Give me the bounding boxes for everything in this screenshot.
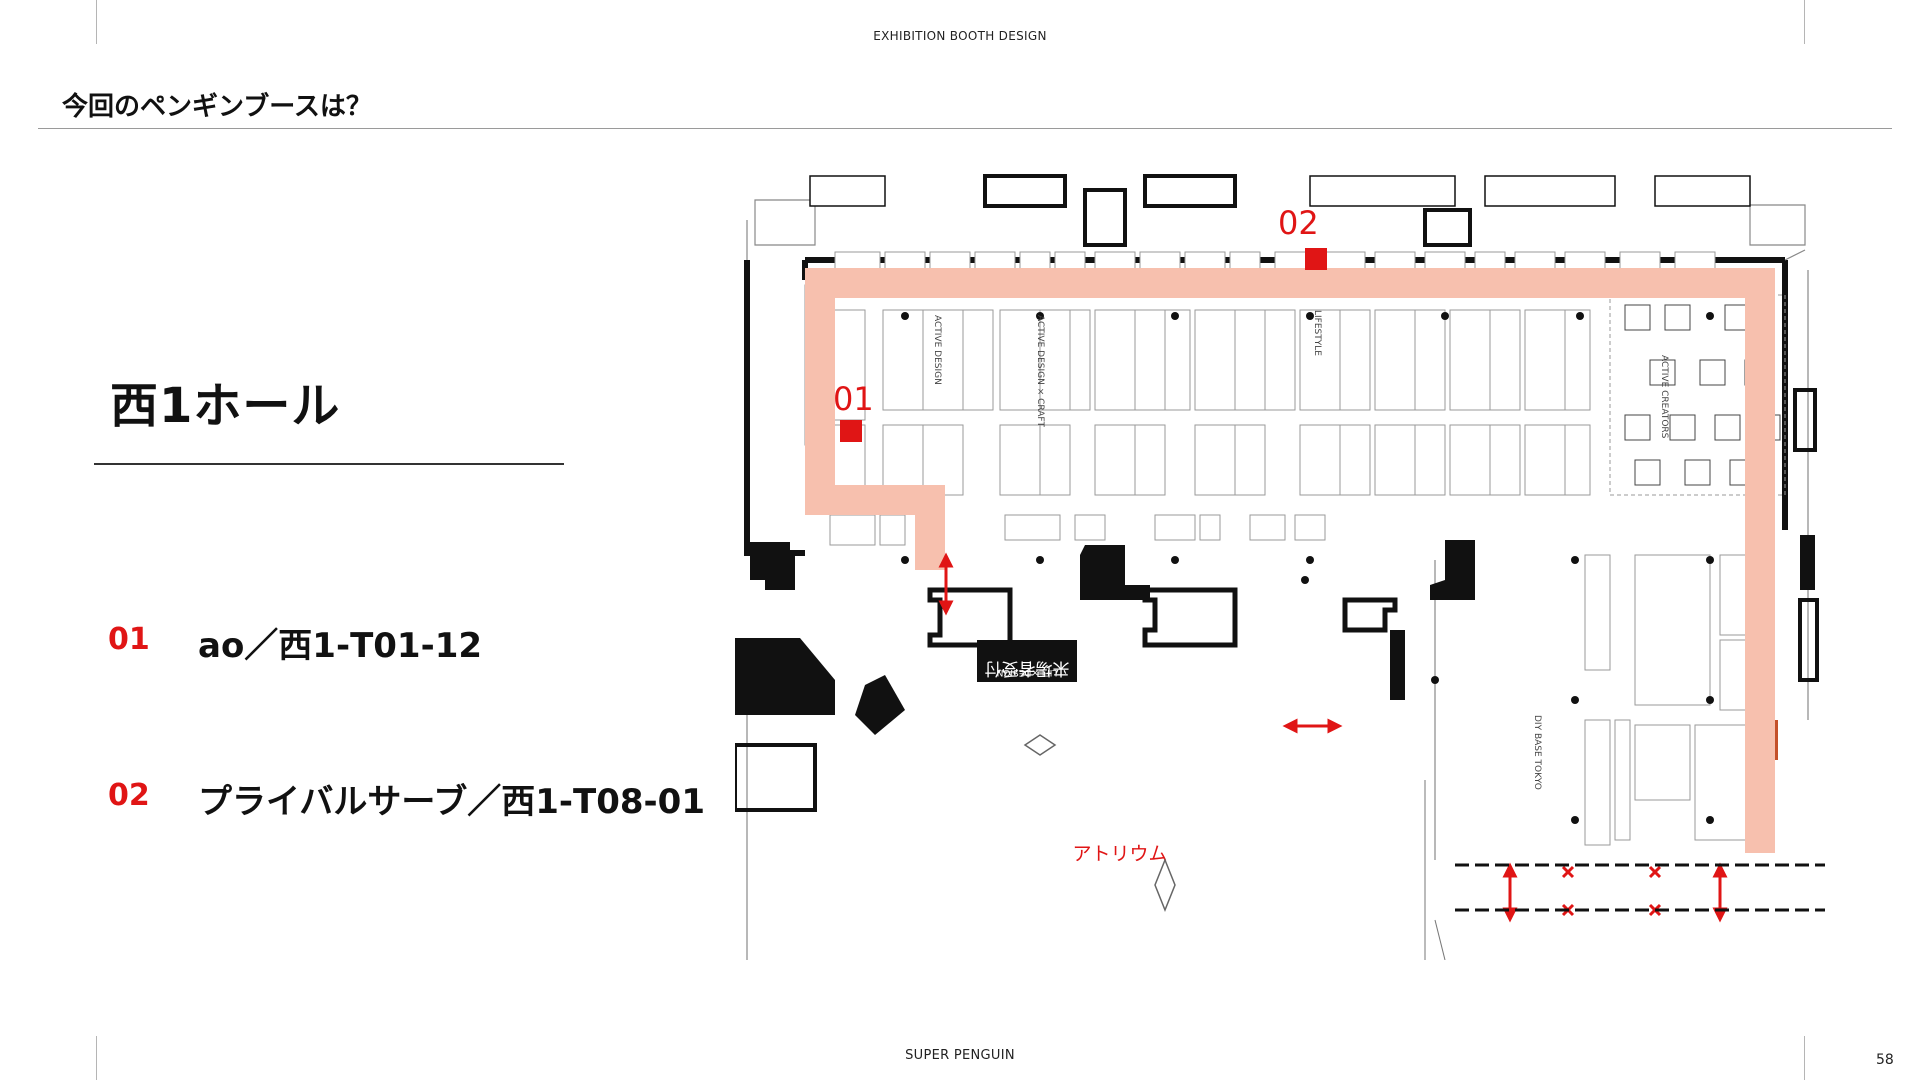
zone-label-active-design: ACTIVE DESIGN <box>932 315 942 385</box>
booth-marker-01 <box>840 420 862 442</box>
top-booth-row <box>834 251 1716 273</box>
blocked-marks <box>1561 865 1662 917</box>
reception-label: 来場者受付 <box>985 658 1070 678</box>
stair-marks <box>1424 780 1446 960</box>
zone-label-creators: ACTIVE CREATORS <box>1659 355 1669 439</box>
hall-name: 西1ホール <box>110 378 341 434</box>
page-title: 今回のペンギンブースは？ <box>62 92 372 122</box>
exit-lines <box>1455 863 1825 912</box>
footer-label: SUPER PENGUIN <box>905 1048 1015 1063</box>
booth-label-02: プライバルサーブ／西1-T08-01 <box>198 782 705 822</box>
corner-line-top-left <box>96 0 97 44</box>
atrium-label: アトリウム <box>1072 843 1167 865</box>
booth-grid <box>804 284 1591 546</box>
creators-booths <box>1624 304 1781 486</box>
zone-label-lifestyle: LIFESTYLE <box>1312 310 1322 356</box>
corner-line-top-right <box>1804 0 1805 44</box>
booth-number-01: 01 <box>108 622 150 657</box>
atrium-fixtures <box>1023 734 1176 913</box>
page-number: 58 <box>1876 1052 1894 1068</box>
floor-map: 01 02 ACTIVE DESIGN ACTIVE DESIGN × CRAF… <box>735 174 1825 960</box>
marker-label-02: 02 <box>1278 204 1319 242</box>
reception-sign <box>977 640 1077 682</box>
route-right <box>1745 268 1775 853</box>
route-spur <box>915 485 945 570</box>
zone-label-active-craft: ACTIVE DESIGN × CRAFT <box>1035 315 1045 427</box>
header-label: EXHIBITION BOOTH DESIGN <box>873 29 1047 43</box>
entry-arrows <box>938 552 1728 923</box>
column-dots <box>901 312 1714 824</box>
corner-line-bottom-left <box>96 1036 97 1080</box>
booth-label-01: ao／西1-T01-12 <box>198 626 483 666</box>
route-top <box>805 268 1775 298</box>
lower-right-booths <box>1584 554 1756 846</box>
marker-label-01: 01 <box>833 380 874 418</box>
top-entrances <box>809 174 1751 247</box>
booth-number-02: 02 <box>108 778 150 813</box>
title-divider <box>38 128 1892 129</box>
corner-line-bottom-right <box>1804 1036 1805 1080</box>
hall-divider <box>94 463 564 465</box>
booth-marker-02 <box>1305 248 1327 270</box>
route-left <box>805 268 835 508</box>
zone-label-diy: DIY BASE TOKYO <box>1532 715 1542 790</box>
reception-sublabel: LIFE×DESIGN <box>997 667 1058 677</box>
